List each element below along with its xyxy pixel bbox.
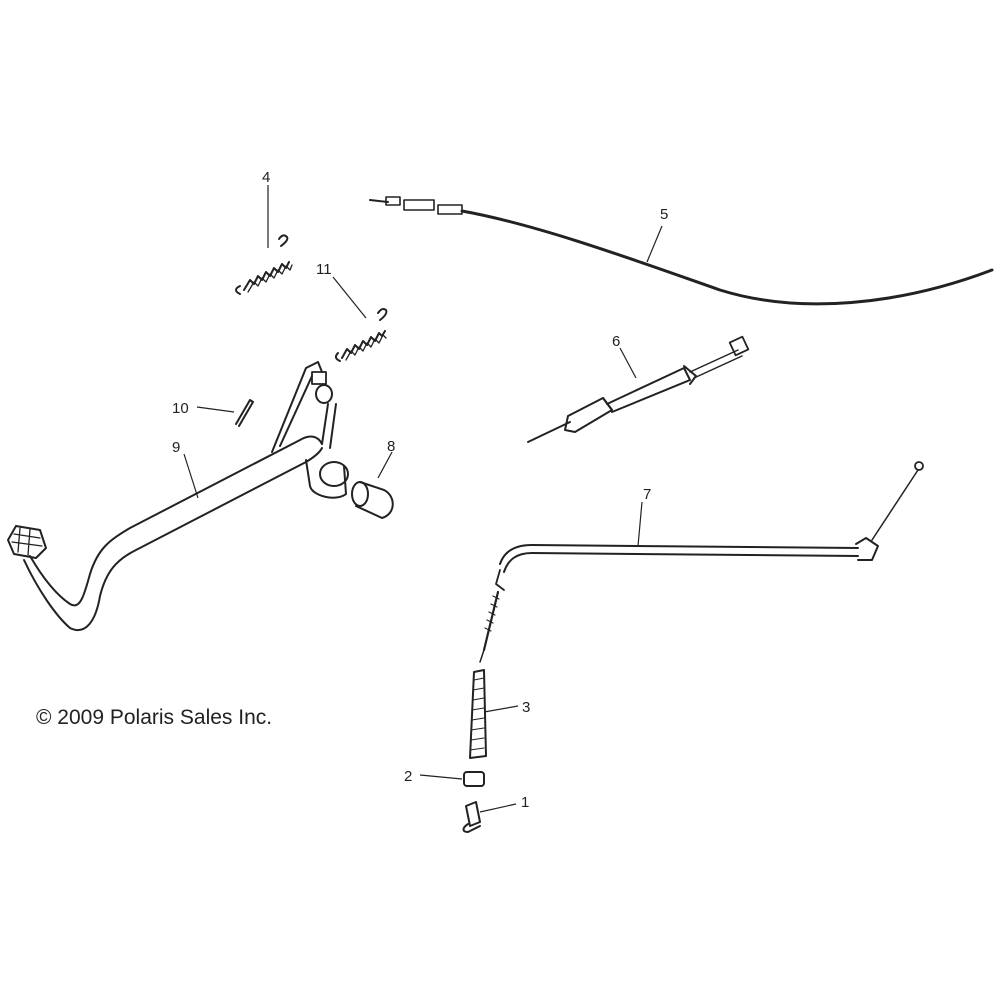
part-4-spring [235,234,293,295]
callout-3: 3 [522,699,530,716]
part-3-sleeve [469,669,487,759]
part-5-cable [369,196,994,306]
part-11-spring [334,308,388,362]
callout-9: 9 [172,439,180,456]
callout-8: 8 [387,438,395,455]
callout-11: 11 [316,261,332,278]
callout-7: 7 [643,486,651,503]
callout-2: 2 [404,768,412,785]
part-9-brake-pedal [7,361,349,631]
part-6-adjuster [527,335,750,443]
callout-6: 6 [612,333,620,350]
callout-5: 5 [660,206,668,223]
callout-1: 1 [521,794,529,811]
part-10-pin [235,399,254,427]
callout-10: 10 [172,400,189,417]
part-7-brake-cable [479,461,924,663]
copyright-notice: © 2009 Polaris Sales Inc. [36,706,272,729]
part-8-bushing [351,481,394,519]
callout-4: 4 [262,169,270,186]
part-2-ferrule [463,771,485,787]
part-1-clip [462,801,481,833]
